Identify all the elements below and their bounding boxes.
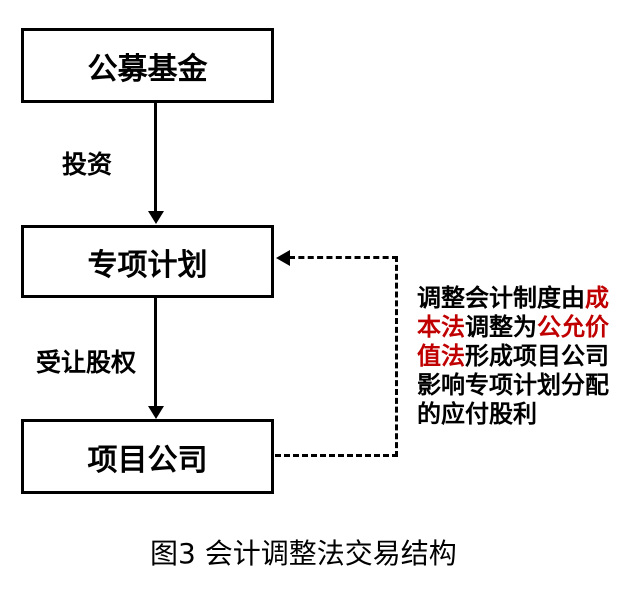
annotation-segment: 成 (585, 284, 609, 312)
node-project-company-label: 项目公司 (87, 442, 208, 478)
annotation-segment: 调整会计制度由 (417, 284, 585, 312)
dashed-connector-bottom (275, 454, 398, 457)
edge-label-invest: 投资 (62, 150, 113, 179)
node-project-company: 项目公司 (21, 419, 274, 494)
invest-arrowhead-icon (148, 211, 164, 224)
node-special-plan-label: 专项计划 (87, 247, 208, 283)
annotation-segment: 影响专项计划分配 (417, 371, 609, 399)
node-public-fund-label: 公募基金 (87, 51, 208, 87)
annotation-segment: 调整为 (465, 313, 537, 341)
annotation-text: 调整会计制度由成本法调整为公允价值法形成项目公司影响专项计划分配的应付股利 (417, 284, 609, 429)
equity-arrowhead-icon (148, 406, 164, 419)
annotation-segment: 值法 (417, 342, 465, 370)
node-special-plan: 专项计划 (21, 225, 274, 298)
dashed-arrowhead-left-icon (276, 250, 290, 266)
annotation-segment: 公允价 (537, 313, 609, 341)
annotation-segment: 形成项目公司 (465, 342, 609, 370)
invest-arrow-line (154, 103, 157, 213)
node-public-fund: 公募基金 (21, 28, 274, 103)
annotation-segment: 的应付股利 (417, 400, 537, 428)
equity-arrow-line (154, 298, 157, 408)
annotation-segment: 本法 (417, 313, 465, 341)
dashed-connector-top (289, 256, 398, 259)
edge-label-equity-transfer: 受让股权 (36, 348, 137, 377)
figure-caption: 图3 会计调整法交易结构 (150, 537, 457, 570)
dashed-connector-vertical (395, 256, 398, 457)
